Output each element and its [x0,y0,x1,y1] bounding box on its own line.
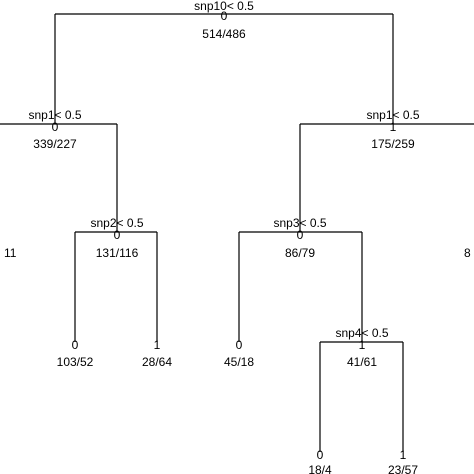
count-label: 514/486 [202,27,246,41]
count-label: 103/52 [57,355,94,369]
node-left: snp1< 0.5 0 339/227 [28,108,81,151]
count-label: 23/57 [388,463,418,474]
count-label: 18/4 [308,463,332,474]
class-label: 0 [72,338,79,352]
leaf-right-left-right-left: 0 18/4 [308,448,332,474]
count-label: 339/227 [33,137,77,151]
count-label: 45/18 [224,355,254,369]
split-label: snp10< 0.5 [194,0,254,13]
split-label: snp1< 0.5 [366,108,419,122]
node-right-right-partial: 8 [464,246,471,260]
node-right: snp1< 0.5 1 175/259 [366,108,419,151]
split-label: snp1< 0.5 [28,108,81,122]
leaf-left-right-right: 1 28/64 [142,338,172,369]
node-root: snp10< 0.5 0 514/486 [194,0,254,41]
count-label: 8 [464,246,471,260]
class-label: 1 [154,338,161,352]
split-label: snp3< 0.5 [273,216,326,230]
leaf-right-left-left: 0 45/18 [224,338,254,369]
split-label: snp2< 0.5 [90,216,143,230]
count-label: 11 [4,246,17,260]
split-label: snp4< 0.5 [335,326,388,340]
class-label: 0 [317,448,324,462]
class-label: 1 [390,120,397,134]
class-label: 0 [221,9,228,23]
node-left-left-partial: 11 [4,246,17,260]
class-label: 0 [52,120,59,134]
leaf-right-left-right-right: 1 23/57 [388,448,418,474]
class-label: 1 [400,448,407,462]
node-left-right: snp2< 0.5 0 131/116 [90,216,143,260]
count-label: 41/61 [347,355,377,369]
class-label: 0 [114,228,121,242]
node-right-left-right: snp4< 0.5 1 41/61 [335,326,388,369]
count-label: 86/79 [285,246,315,260]
count-label: 175/259 [371,137,415,151]
leaf-left-right-left: 0 103/52 [57,338,94,369]
class-label: 0 [236,338,243,352]
count-label: 28/64 [142,355,172,369]
count-label: 131/116 [96,246,139,260]
class-label: 0 [297,228,304,242]
class-label: 1 [359,338,366,352]
tree-edges [0,13,474,452]
node-right-left: snp3< 0.5 0 86/79 [273,216,326,260]
